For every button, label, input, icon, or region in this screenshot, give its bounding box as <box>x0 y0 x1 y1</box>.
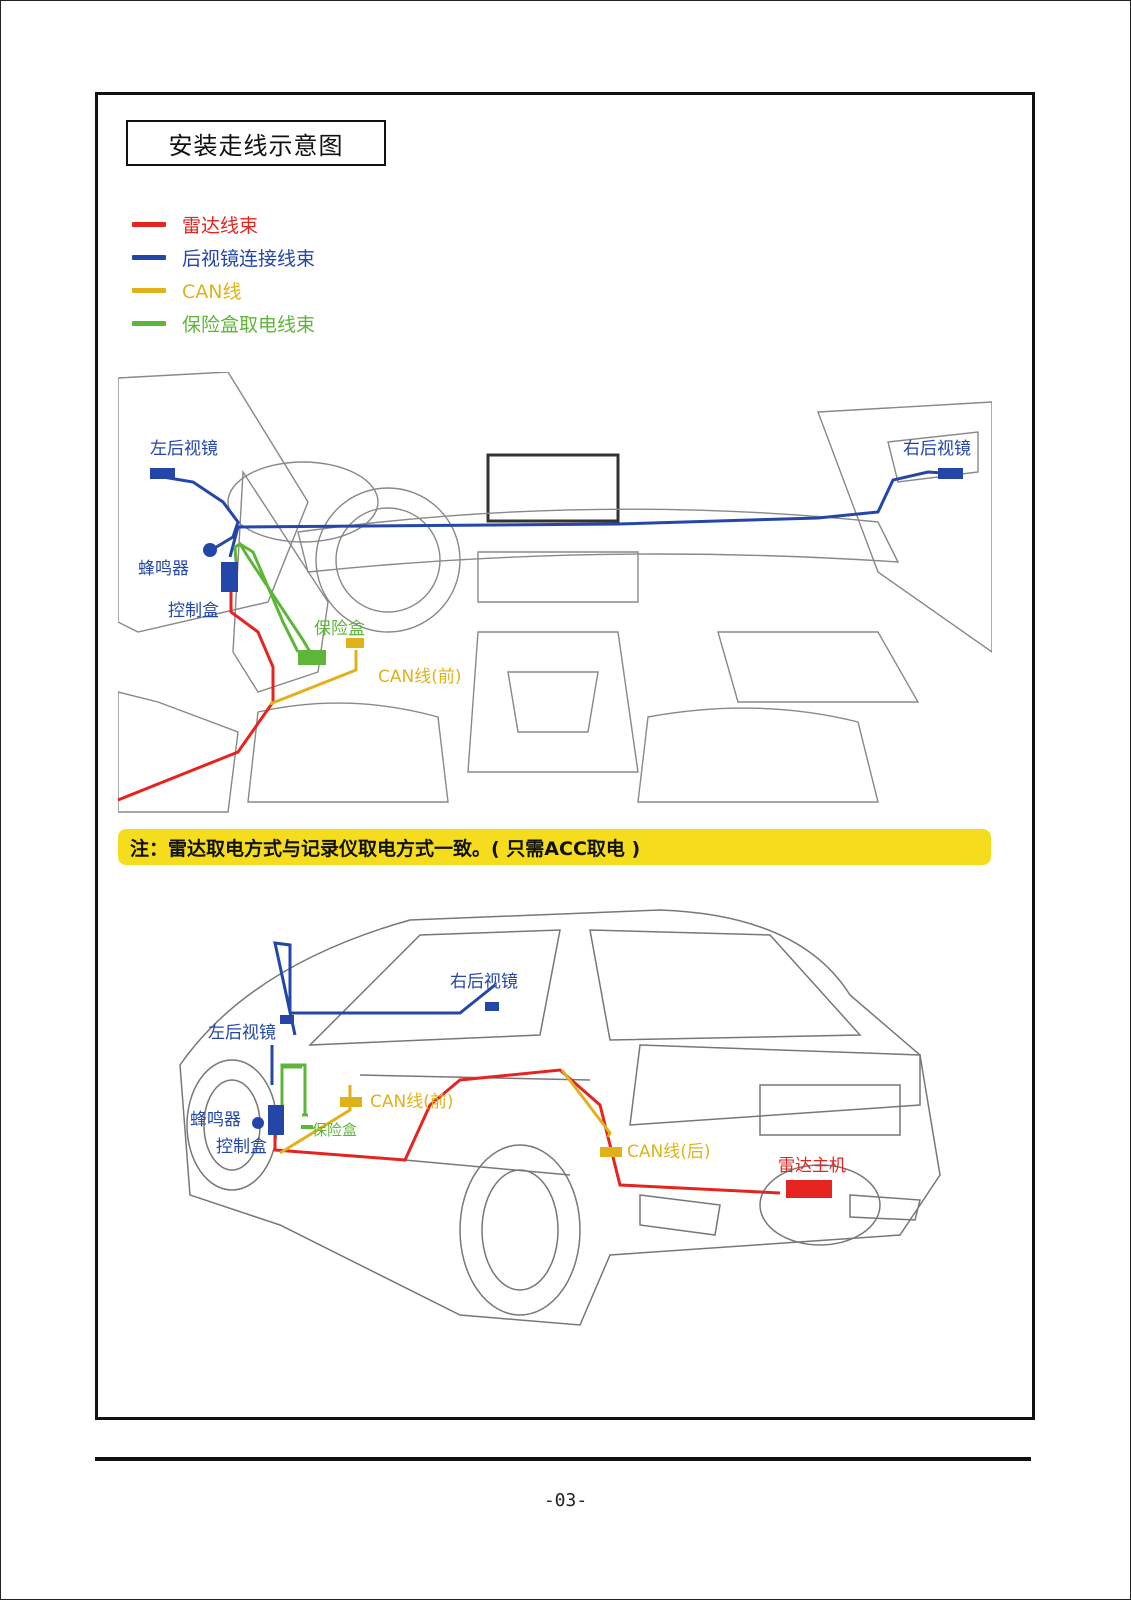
interior-wiring-diagram: 左后视镜 右后视镜 蜂鸣器 控制盒 保险盒 CAN线(前) <box>118 372 992 813</box>
right-mirror-connector <box>938 468 963 479</box>
control-box <box>221 562 238 592</box>
mirror-wire-exterior <box>290 983 496 1015</box>
legend-swatch-yellow <box>132 288 166 293</box>
page-number: -03- <box>543 1490 588 1511</box>
mirror-wire-dash <box>237 470 959 529</box>
fuse-wire-exterior-2 <box>280 1065 302 1115</box>
fuse-box <box>301 1125 313 1129</box>
legend-swatch-red <box>132 222 166 227</box>
radar-wire-exterior <box>273 1068 781 1195</box>
buzzer-dot <box>252 1117 264 1129</box>
legend-item-fuse: 保险盒取电线束 <box>132 307 315 340</box>
can-front-connector <box>340 1097 362 1107</box>
buzzer-dot <box>203 543 217 557</box>
content-frame <box>95 92 1035 1420</box>
fuse-wire-interior <box>233 541 315 658</box>
legend-item-mirror: 后视镜连接线束 <box>132 241 315 274</box>
left-mirror-connector <box>150 468 175 479</box>
label-right-mirror: 右后视镜 <box>903 439 971 459</box>
right-mirror-connector <box>485 1002 499 1011</box>
mirror-wire-exterior-2 <box>273 941 297 1036</box>
radar-host <box>786 1180 832 1198</box>
can-front-connector <box>346 638 364 648</box>
legend-label: CAN线 <box>182 281 242 303</box>
footer-rule <box>95 1457 1031 1461</box>
label-fuse-box: 保险盒 <box>312 1121 357 1139</box>
label-can-rear: CAN线(后) <box>627 1142 710 1162</box>
legend-label: 后视镜连接线束 <box>182 248 316 270</box>
car-sketch <box>179 909 941 1326</box>
legend-swatch-green <box>132 321 166 326</box>
radar-wire-interior <box>118 592 275 802</box>
label-left-mirror: 左后视镜 <box>208 1023 276 1043</box>
left-mirror-connector <box>280 1015 294 1024</box>
legend-label: 保险盒取电线束 <box>182 314 316 336</box>
label-buzzer: 蜂鸣器 <box>190 1110 241 1130</box>
can-wire-interior <box>269 650 358 706</box>
label-right-mirror: 右后视镜 <box>450 972 518 992</box>
label-left-mirror: 左后视镜 <box>150 439 218 459</box>
legend-swatch-blue <box>132 255 166 260</box>
legend-label: 雷达线束 <box>182 215 259 237</box>
can-rear-connector <box>600 1147 622 1157</box>
label-can-front: CAN线(前) <box>378 667 461 687</box>
page-title: 安装走线示意图 <box>126 120 386 166</box>
label-control-box: 控制盒 <box>168 601 219 621</box>
label-can-front: CAN线(前) <box>370 1092 453 1112</box>
note-banner: 注：雷达取电方式与记录仪取电方式一致。( 只需ACC取电 ) <box>118 829 991 865</box>
legend-item-can: CAN线 <box>132 274 315 307</box>
wiring-legend: 雷达线束 后视镜连接线束 CAN线 保险盒取电线束 <box>132 208 315 340</box>
fuse-wire-interior-2 <box>239 542 300 653</box>
control-box-wire <box>228 526 240 558</box>
label-control-box: 控制盒 <box>216 1137 267 1157</box>
fuse-box <box>298 650 326 665</box>
exterior-wiring-diagram: 右后视镜 左后视镜 蜂鸣器 控制盒 保险盒 CAN线(前) CAN线(后) 雷达… <box>179 909 941 1326</box>
can-wire-exterior-front <box>279 1085 352 1155</box>
can-wire-exterior-rear <box>560 1069 612 1138</box>
label-fuse-box: 保险盒 <box>314 619 365 639</box>
label-radar-host: 雷达主机 <box>778 1156 846 1176</box>
mirror-wire-interior <box>162 475 240 551</box>
interior-sketch <box>118 372 992 813</box>
label-buzzer: 蜂鸣器 <box>138 559 189 579</box>
fuse-wire-exterior <box>280 1063 308 1117</box>
control-box <box>268 1105 284 1135</box>
legend-item-radar: 雷达线束 <box>132 208 315 241</box>
